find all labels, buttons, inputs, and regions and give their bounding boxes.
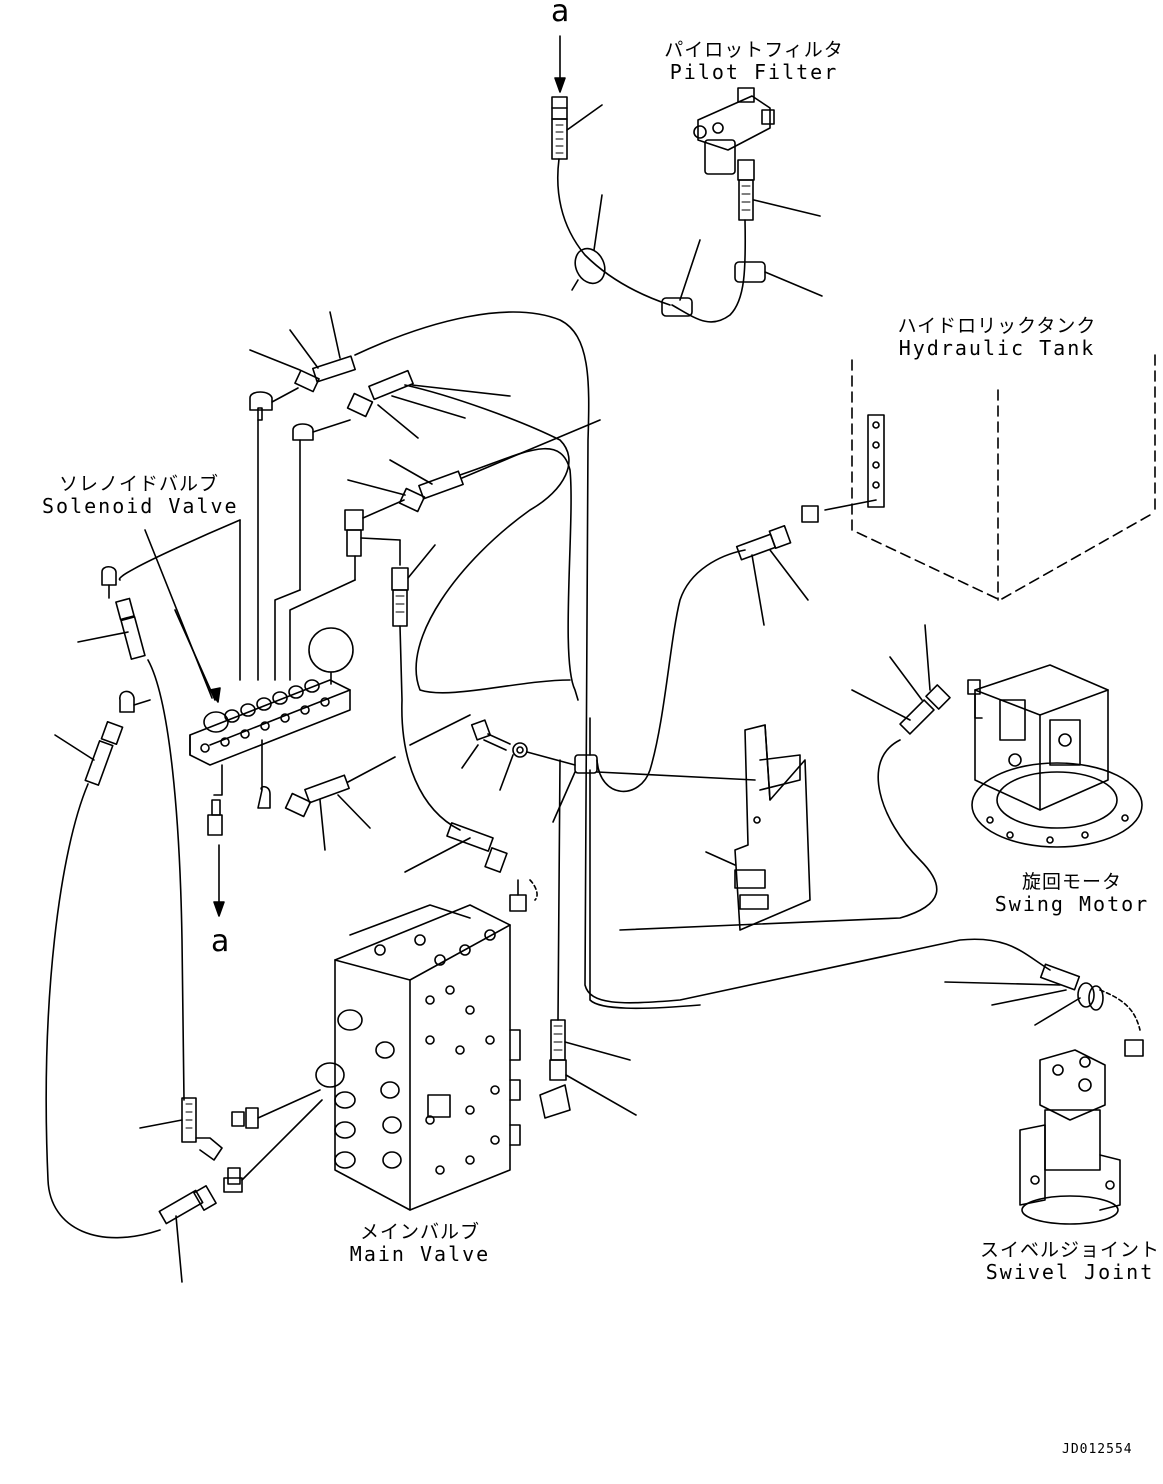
solenoid-valve-block — [145, 530, 350, 765]
swivel-joint-label-en: Swivel Joint — [985, 1259, 1155, 1284]
mounting-bolt — [462, 720, 510, 768]
solenoid-valve-label-en: Solenoid Valve — [42, 493, 239, 518]
main-valve-label-en: Main Valve — [349, 1241, 491, 1266]
swing-motor-label-en: Swing Motor — [994, 891, 1150, 916]
hose-clamp-1 — [570, 195, 611, 290]
solenoid-outlet-fitting — [208, 765, 222, 835]
long-pilot-line-3 — [460, 449, 578, 700]
hydraulic-tank-label-en: Hydraulic Tank — [898, 335, 1096, 360]
left-hose-2 — [46, 691, 160, 1237]
hydraulic-tank-label-jp: ハイドロリックタンク — [897, 315, 1097, 337]
hose-fitting-g — [550, 760, 636, 1115]
top-hose-fitting — [552, 97, 602, 159]
solenoid-valve-label-jp: ソレノイドバルブ — [58, 473, 219, 495]
hose-clamp-3 — [735, 262, 822, 296]
marker-a-bottom: a — [211, 924, 230, 959]
solenoid-valve-label: ソレノイドバルブ Solenoid Valve — [42, 473, 239, 518]
hose-fitting-e — [258, 715, 470, 850]
swivel-joint-label-jp: スイベルジョイント — [979, 1239, 1160, 1261]
main-valve-hose-2 — [159, 1100, 322, 1282]
bottom-arrow — [214, 845, 224, 916]
hydraulic-tank — [802, 355, 1155, 600]
hose-fitting-b — [348, 371, 510, 438]
swing-motor-line-1 — [597, 550, 745, 791]
swing-motor-line-2 — [620, 740, 937, 930]
pilot-filter-hose-fitting — [738, 160, 820, 220]
hose-fitting-c — [348, 420, 600, 511]
hose-fitting-a — [250, 312, 355, 392]
mounting-bracket — [706, 725, 810, 930]
marker-a-top: a — [551, 0, 570, 29]
accumulator — [309, 628, 353, 684]
swing-line-bundle — [590, 770, 700, 1008]
pilot-filter-body — [694, 88, 774, 174]
bundle-clamp — [500, 718, 755, 822]
main-valve-body — [316, 905, 570, 1210]
main-valve-label: メインバルブ Main Valve — [340, 1222, 500, 1265]
swing-motor-label-jp: 旋回モータ — [1021, 871, 1122, 893]
hose-fitting-d — [392, 545, 460, 830]
swivel-joint — [1020, 1050, 1120, 1224]
pilot-filter-label-en: Pilot Filter — [669, 59, 839, 84]
hydraulic-tank-label: ハイドロリックタンク Hydraulic Tank — [892, 316, 1102, 359]
left-elbow-fitting — [102, 567, 116, 598]
pilot-hose-upper — [558, 159, 670, 305]
main-valve-hose-1 — [140, 1090, 320, 1160]
hose-clamp-2 — [662, 240, 700, 316]
solenoid-pipe-lines — [119, 388, 404, 680]
top-arrow — [555, 36, 565, 92]
left-hose-1 — [78, 598, 184, 1100]
swing-motor — [968, 665, 1142, 847]
pilot-hose-lower — [672, 220, 745, 322]
pilot-filter-label: パイロットフィルタ Pilot Filter — [664, 40, 844, 83]
swivel-hose-fitting — [945, 964, 1143, 1056]
pilot-filter-label-jp: パイロットフィルタ — [664, 39, 844, 61]
hose-fitting-f — [405, 823, 537, 911]
swing-motor-label: 旋回モータ Swing Motor — [992, 872, 1152, 915]
swing-motor-hose-fitting — [852, 625, 950, 734]
tank-return-hose — [737, 526, 808, 625]
long-pilot-line-1 — [355, 312, 1050, 1003]
swivel-joint-label: スイベルジョイント Swivel Joint — [975, 1240, 1163, 1283]
main-valve-label-jp: メインバルブ — [359, 1221, 480, 1243]
long-pilot-line-2 — [405, 385, 570, 693]
drawing-code: JD012554 — [1062, 1442, 1133, 1457]
